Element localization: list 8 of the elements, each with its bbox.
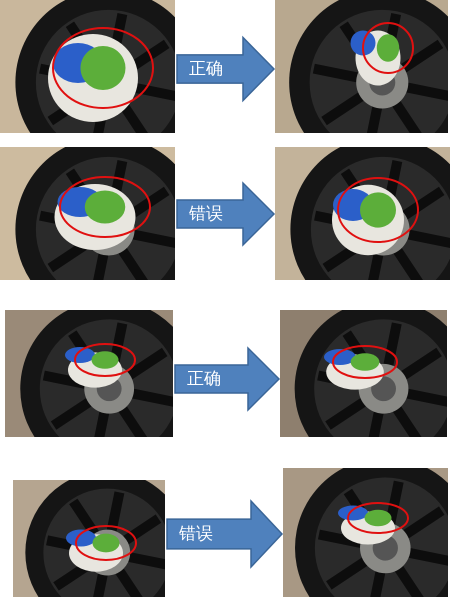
edge-label: 正确 [187,369,221,389]
block-arrow [176,36,276,102]
edge-label: 错误 [189,204,223,224]
block-arrow [174,346,280,412]
edge-label: 正确 [189,59,223,79]
block-arrow [176,181,276,247]
edge-label: 错误 [179,524,213,544]
block-arrow [166,499,284,569]
